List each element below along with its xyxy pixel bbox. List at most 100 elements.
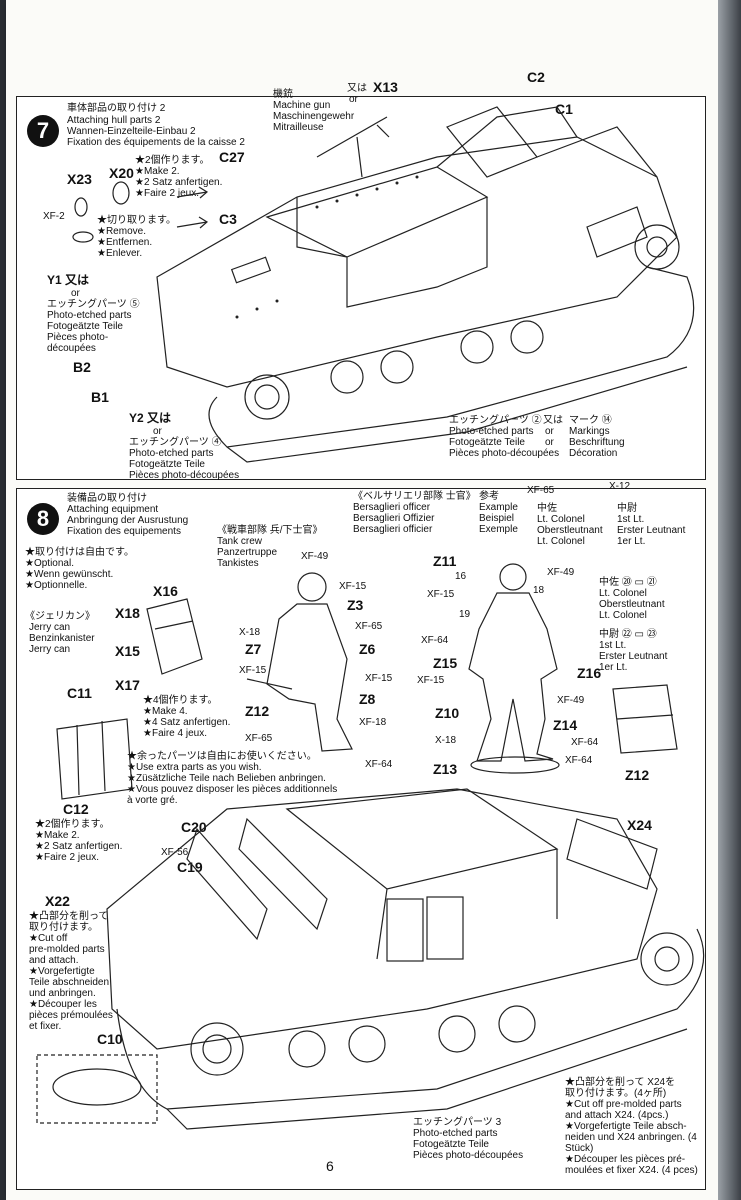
pe-note-fr: Pièces photo-découpées — [449, 448, 560, 459]
x22-note-9: pièces prémoulées — [29, 1010, 113, 1021]
paint-xf65-example: XF-65 — [527, 485, 555, 496]
extra-fr: ★Vous pouvez disposer les pièces additio… — [127, 784, 338, 795]
x24-note-4: ★Vorgefertigte Teile absch- — [565, 1121, 687, 1132]
step-7-title-fr: Fixation des équipements de la caisse 2 — [67, 137, 245, 148]
y1-note-3: Photo-etched parts — [47, 310, 132, 321]
y1-note-4: Fotogeätzte Teile — [47, 321, 123, 332]
label-c27: C27 — [219, 149, 245, 165]
pe3-fr: Pièces photo-découpées — [413, 1150, 524, 1161]
x24-note-3: and attach X24. (4pcs.) — [565, 1110, 669, 1121]
bersaglieri-en: Bersaglieri officer — [353, 502, 431, 513]
ltcol2-en: Lt. Colonel — [599, 588, 647, 599]
bersaglieri-de: Bersaglieri Offizier — [353, 513, 435, 524]
pe-note-de: Fotogeätzte Teile — [449, 437, 525, 448]
step-8-drawings — [36, 563, 705, 1130]
mg-or-ja: 又は — [347, 83, 367, 94]
label-z15: Z15 — [433, 655, 458, 671]
jerry-en: Jerry can — [29, 622, 71, 633]
x22-note-0: ★凸部分を削って — [29, 911, 109, 922]
jerry-de: Benzinkanister — [29, 633, 95, 644]
optional-en: ★Optional. — [25, 558, 74, 569]
label-z3: Z3 — [347, 597, 364, 613]
label-c2: C2 — [527, 69, 545, 85]
officer-paint-x18: X-18 — [435, 735, 457, 746]
label-c3: C3 — [219, 211, 237, 227]
ltcol-fr: Lt. Colonel — [537, 536, 585, 547]
label-x18: X18 — [115, 605, 140, 621]
or-note-en2: or — [545, 437, 554, 448]
step-8-title-ja: 装備品の取り付け — [67, 493, 147, 504]
label-x15: X15 — [115, 643, 140, 659]
label-x23: X23 — [67, 171, 92, 187]
y1-note-0: Y1 又は — [47, 273, 90, 287]
officer-paint-xf49: XF-49 — [547, 567, 575, 578]
ltcol-en: Lt. Colonel — [537, 514, 585, 525]
x22-note-3: pre-molded parts — [29, 944, 105, 955]
ltcol2-fr: Lt. Colonel — [599, 610, 647, 621]
x22-note-4: and attach. — [29, 955, 79, 966]
crew-paint-xf15c: XF-15 — [365, 673, 393, 684]
extra-de: ★Züsätzliche Teile nach Belieben anbring… — [127, 773, 326, 784]
c12-note-fr: ★Faire 2 jeux. — [35, 852, 99, 863]
x22-note-10: et fixer. — [29, 1021, 62, 1032]
x17-note-ja: ★4個作ります。 — [143, 695, 218, 706]
officer-paint-xf49b: XF-49 — [557, 695, 585, 706]
x20-note-fr: ★Faire 2 jeux. — [135, 188, 199, 199]
markings-fr: Décoration — [569, 448, 618, 459]
label-c19: C19 — [177, 859, 203, 875]
crew-paint-xf65b: XF-65 — [245, 733, 273, 744]
step-8-title-en: Attaching equipment — [67, 504, 159, 515]
y1-note-6: découpées — [47, 343, 96, 354]
c12-note-ja: ★2個作ります。 — [35, 819, 110, 830]
ltcol2-ja: 中佐 ⑳ ▭ ㉑ — [599, 577, 657, 588]
x22-note-6: Teile abschneiden — [29, 977, 110, 988]
x17-note-de: ★4 Satz anfertigen. — [143, 717, 231, 728]
x24-note-8: moulées et fixer X24. (4 pces) — [565, 1165, 698, 1176]
step-7-title-en: Attaching hull parts 2 — [67, 115, 161, 126]
step-number-7: 7 — [27, 115, 59, 147]
firstlt2-fr: 1er Lt. — [599, 662, 628, 673]
mg-or-en: or — [349, 94, 358, 105]
y1-note-5: Pièces photo- — [47, 332, 109, 343]
extra-en: ★Use extra parts as you wish. — [127, 762, 262, 773]
step-8-title-fr: Fixation des equipements — [67, 526, 181, 537]
step-7-title-de: Wannen-Einzelteile-Einbau 2 — [67, 126, 196, 137]
officer-paint-xf15b: XF-15 — [417, 675, 445, 686]
x20-note-ja: ★2個作ります。 — [135, 155, 210, 166]
jerry-ja: 《ジェリカン》 — [25, 611, 95, 622]
label-x20: X20 — [109, 165, 134, 181]
x24-note-6: Stück) — [565, 1143, 594, 1154]
pe-note-en: Photo-etched parts — [449, 426, 534, 437]
label-z11: Z11 — [433, 553, 457, 569]
label-z8: Z8 — [359, 691, 376, 707]
step-8-title-de: Anbringung der Ausrustung — [67, 515, 189, 526]
step-8-panel: 8 装備品の取り付け Attaching equipment Anbringun… — [16, 481, 706, 1190]
label-x16: X16 — [153, 583, 178, 599]
y2-note-1: or — [153, 426, 162, 437]
crew-paint-xf65: XF-65 — [355, 621, 383, 632]
pe-note-ja: エッチングパーツ ② — [449, 415, 542, 426]
y2-note-3: Photo-etched parts — [129, 448, 214, 459]
markings-de: Beschriftung — [569, 437, 625, 448]
pe3-ja: エッチングパーツ 3 — [413, 1117, 502, 1128]
example-de: Beispiel — [479, 513, 515, 524]
label-x24: X24 — [627, 817, 652, 833]
markings-ja: マーク ⑭ — [569, 415, 612, 426]
remove-note-ja: ★切り取ります。 — [97, 215, 176, 226]
label-c12: C12 — [63, 801, 89, 817]
label-c11: C11 — [67, 685, 92, 701]
label-z13: Z13 — [433, 761, 458, 777]
c12-note-de: ★2 Satz anfertigen. — [35, 841, 123, 852]
firstlt-ja: 中尉 — [617, 503, 637, 514]
firstlt-de: Erster Leutnant — [617, 525, 686, 536]
officer-num-18: 18 — [533, 585, 545, 596]
c12-note-en: ★Make 2. — [35, 830, 80, 841]
example-ja: 参考 — [479, 491, 499, 502]
extra-ja: ★余ったパーツは自由にお使いください。 — [127, 751, 317, 762]
label-b1: B1 — [91, 389, 109, 405]
x24-note-7: ★Découper les pièces pré- — [565, 1154, 686, 1165]
crew-paint-xf49: XF-49 — [301, 551, 329, 562]
page-edge-shadow — [718, 0, 741, 1200]
officer-paint-xf15: XF-15 — [427, 589, 455, 600]
example-fr: Exemple — [479, 524, 518, 535]
